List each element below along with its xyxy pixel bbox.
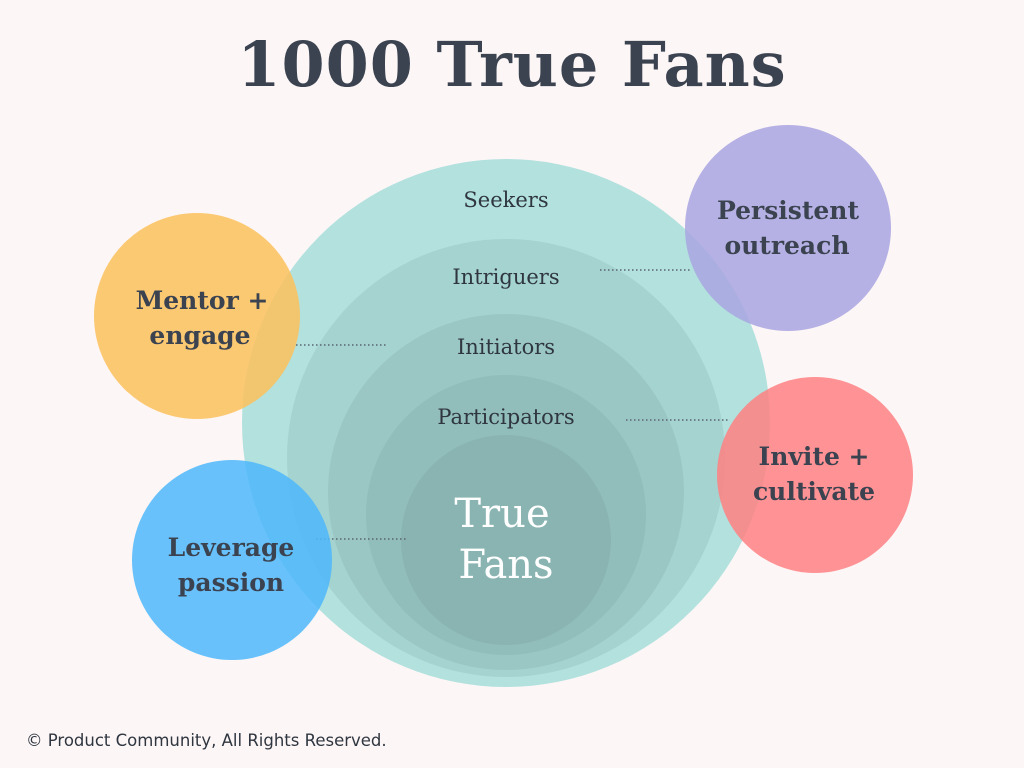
ring-participators <box>366 375 646 655</box>
action-bubble-invite <box>717 377 913 573</box>
ring-intriguers <box>287 239 725 677</box>
action-label-leverage-line1: Leverage <box>168 533 295 562</box>
action-label-invite-line1: Invite + <box>759 442 870 471</box>
action-label-leverage-line2: passion <box>178 568 284 597</box>
ring-seekers <box>242 159 770 687</box>
copyright-footer: © Product Community, All Rights Reserved… <box>26 731 387 750</box>
ring-label-participators: Participators <box>437 405 574 429</box>
action-bubble-leverage <box>132 460 332 660</box>
action-label-mentor-line1: Mentor + <box>136 286 269 315</box>
action-bubble-mentor <box>94 213 300 419</box>
page-title: 1000 True Fans <box>237 28 787 101</box>
ring-label-true-fans-line1: True <box>454 491 549 537</box>
action-bubble-outreach <box>685 125 891 331</box>
ring-label-seekers: Seekers <box>463 188 548 212</box>
ring-true-fans <box>401 435 611 645</box>
ring-initiators <box>328 314 684 670</box>
ring-label-initiators: Initiators <box>457 335 555 359</box>
ring-label-intriguers: Intriguers <box>452 265 559 289</box>
action-label-outreach-line1: Persistent <box>717 196 859 225</box>
action-label-outreach-line2: outreach <box>724 231 849 260</box>
action-label-mentor-line2: engage <box>149 321 250 350</box>
action-label-invite-line2: cultivate <box>753 477 875 506</box>
ring-label-true-fans-line2: Fans <box>458 542 553 588</box>
